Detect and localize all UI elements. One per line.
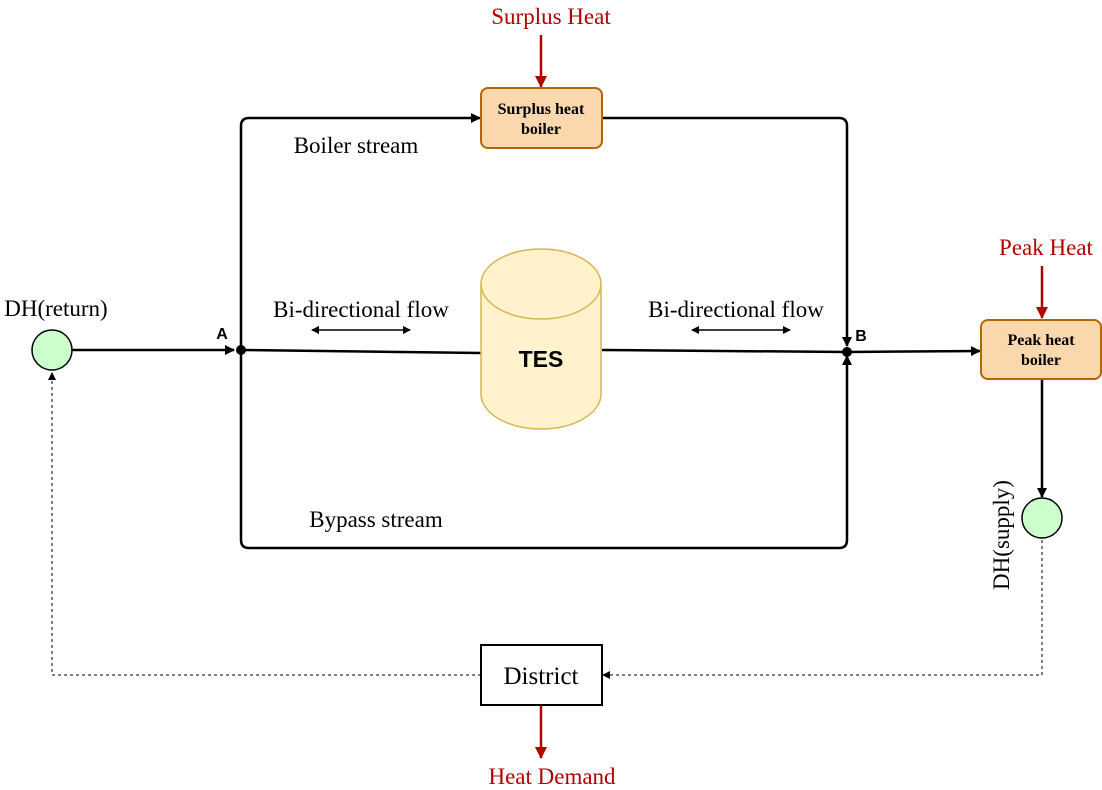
return-loop-district-to-dh bbox=[48, 372, 481, 676]
junction-b-dot bbox=[842, 347, 852, 357]
dh-supply-label: DH(supply) bbox=[989, 480, 1014, 590]
peak-heat-boiler: Peak heat boiler bbox=[980, 319, 1102, 380]
surplus-heat-label: Surplus Heat bbox=[491, 4, 611, 29]
junction-a-dot bbox=[236, 345, 246, 355]
b-to-peak-boiler-line bbox=[846, 346, 981, 357]
bypass-stream-label: Bypass stream bbox=[309, 507, 443, 532]
surplus-boiler-label-line2: boiler bbox=[521, 121, 561, 138]
boiler-stream-line-right bbox=[602, 116, 852, 347]
peak-boiler-label-line2: boiler bbox=[1021, 352, 1061, 369]
district-label: District bbox=[504, 663, 579, 690]
district-box: District bbox=[480, 644, 603, 706]
surplus-boiler-label-line1: Surplus heat bbox=[498, 101, 585, 118]
bypass-stream-line bbox=[239, 350, 852, 550]
dh-supply-node bbox=[1021, 497, 1063, 539]
boiler-stream-label: Boiler stream bbox=[294, 133, 419, 158]
boiler-stream-line-left bbox=[239, 113, 481, 350]
dh-return-node bbox=[31, 329, 73, 371]
bidir-right-label: Bi-directional flow bbox=[648, 297, 824, 322]
bidir-left-label: Bi-directional flow bbox=[273, 297, 449, 322]
return-loop-dh-to-district bbox=[602, 540, 1043, 679]
tes-to-b-line bbox=[601, 348, 848, 354]
tes-label: TES bbox=[519, 346, 564, 372]
a-to-tes-line bbox=[240, 348, 482, 355]
peak-boiler-label-line1: Peak heat bbox=[1007, 332, 1075, 349]
dh-return-label: DH(return) bbox=[4, 296, 107, 321]
peak-heat-label: Peak Heat bbox=[999, 235, 1093, 260]
junction-b-label: B bbox=[855, 328, 867, 345]
tes-storage-cylinder: TES bbox=[480, 248, 602, 430]
surplus-heat-boiler: Surplus heat boiler bbox=[480, 87, 603, 149]
junction-a-label: A bbox=[216, 326, 228, 343]
heat-demand-label: Heat Demand bbox=[488, 764, 616, 789]
